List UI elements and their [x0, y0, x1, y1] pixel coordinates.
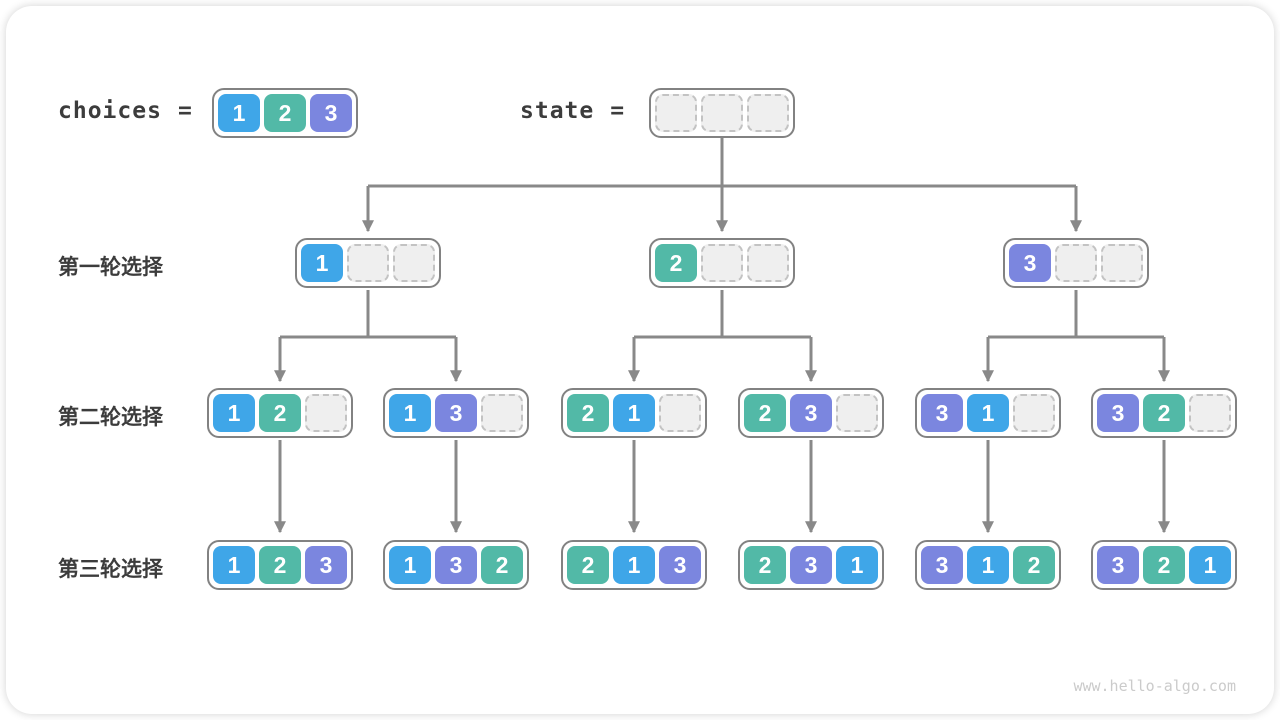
- arrows-level2-to-level3: [274, 440, 1170, 534]
- row-label-round-2: 第二轮选择: [58, 406, 163, 429]
- choice-cell-1: 1: [213, 394, 255, 432]
- arrows-state-to-level1: [362, 136, 1082, 233]
- empty-slot: [701, 244, 743, 282]
- choice-cell-2: 2: [1013, 546, 1055, 584]
- choice-cell-2: 2: [744, 394, 786, 432]
- empty-slot: [701, 94, 743, 132]
- equals-sign: =: [610, 98, 625, 124]
- choice-cell-3: 3: [790, 394, 832, 432]
- state-keyword: state: [520, 98, 595, 124]
- choice-cell-2: 2: [259, 546, 301, 584]
- tree-node-l1-2: 2: [649, 238, 795, 288]
- state-label: state =: [520, 98, 624, 124]
- choice-cell-2: 2: [264, 94, 306, 132]
- row-label-round-3: 第三轮选择: [58, 558, 163, 581]
- choice-cell-1: 1: [213, 546, 255, 584]
- choice-cell-1: 1: [1189, 546, 1231, 584]
- choice-cell-1: 1: [613, 546, 655, 584]
- choice-cell-2: 2: [259, 394, 301, 432]
- choice-cell-3: 3: [1009, 244, 1051, 282]
- empty-slot: [659, 394, 701, 432]
- empty-slot: [1013, 394, 1055, 432]
- choice-cell-1: 1: [218, 94, 260, 132]
- empty-slot: [655, 94, 697, 132]
- empty-slot: [836, 394, 878, 432]
- choice-cell-2: 2: [655, 244, 697, 282]
- choice-cell-1: 1: [301, 244, 343, 282]
- empty-slot: [1055, 244, 1097, 282]
- choice-cell-1: 1: [967, 394, 1009, 432]
- choices-keyword: choices: [58, 98, 162, 124]
- choice-cell-2: 2: [1143, 394, 1185, 432]
- choice-cell-3: 3: [1097, 546, 1139, 584]
- choice-cell-1: 1: [836, 546, 878, 584]
- empty-slot: [305, 394, 347, 432]
- watermark-url: www.hello-algo.com: [1073, 677, 1236, 695]
- tree-node-l1-3: 3: [1003, 238, 1149, 288]
- choice-cell-2: 2: [744, 546, 786, 584]
- choices-label: choices =: [58, 98, 192, 124]
- empty-slot: [481, 394, 523, 432]
- choice-cell-2: 2: [567, 394, 609, 432]
- empty-slot: [393, 244, 435, 282]
- equals-sign: =: [177, 98, 192, 124]
- choice-cell-1: 1: [613, 394, 655, 432]
- empty-slot: [347, 244, 389, 282]
- choice-cell-3: 3: [921, 394, 963, 432]
- empty-slot: [747, 94, 789, 132]
- empty-slot: [747, 244, 789, 282]
- choice-cell-3: 3: [659, 546, 701, 584]
- empty-slot: [1101, 244, 1143, 282]
- choice-cell-3: 3: [435, 546, 477, 584]
- tree-node-l1-1: 1: [295, 238, 441, 288]
- choice-cell-3: 3: [921, 546, 963, 584]
- arrows-level1-to-level2: [274, 290, 1170, 383]
- choice-cell-2: 2: [567, 546, 609, 584]
- choice-cell-2: 2: [1143, 546, 1185, 584]
- choice-cell-3: 3: [790, 546, 832, 584]
- choice-cell-1: 1: [389, 546, 431, 584]
- choice-cell-3: 3: [305, 546, 347, 584]
- choice-cell-1: 1: [389, 394, 431, 432]
- choice-cell-2: 2: [481, 546, 523, 584]
- row-label-round-1: 第一轮选择: [58, 256, 163, 279]
- choice-cell-3: 3: [1097, 394, 1139, 432]
- choice-cell-3: 3: [435, 394, 477, 432]
- choice-cell-3: 3: [310, 94, 352, 132]
- choice-cell-1: 1: [967, 546, 1009, 584]
- empty-slot: [1189, 394, 1231, 432]
- state-array: [649, 88, 795, 138]
